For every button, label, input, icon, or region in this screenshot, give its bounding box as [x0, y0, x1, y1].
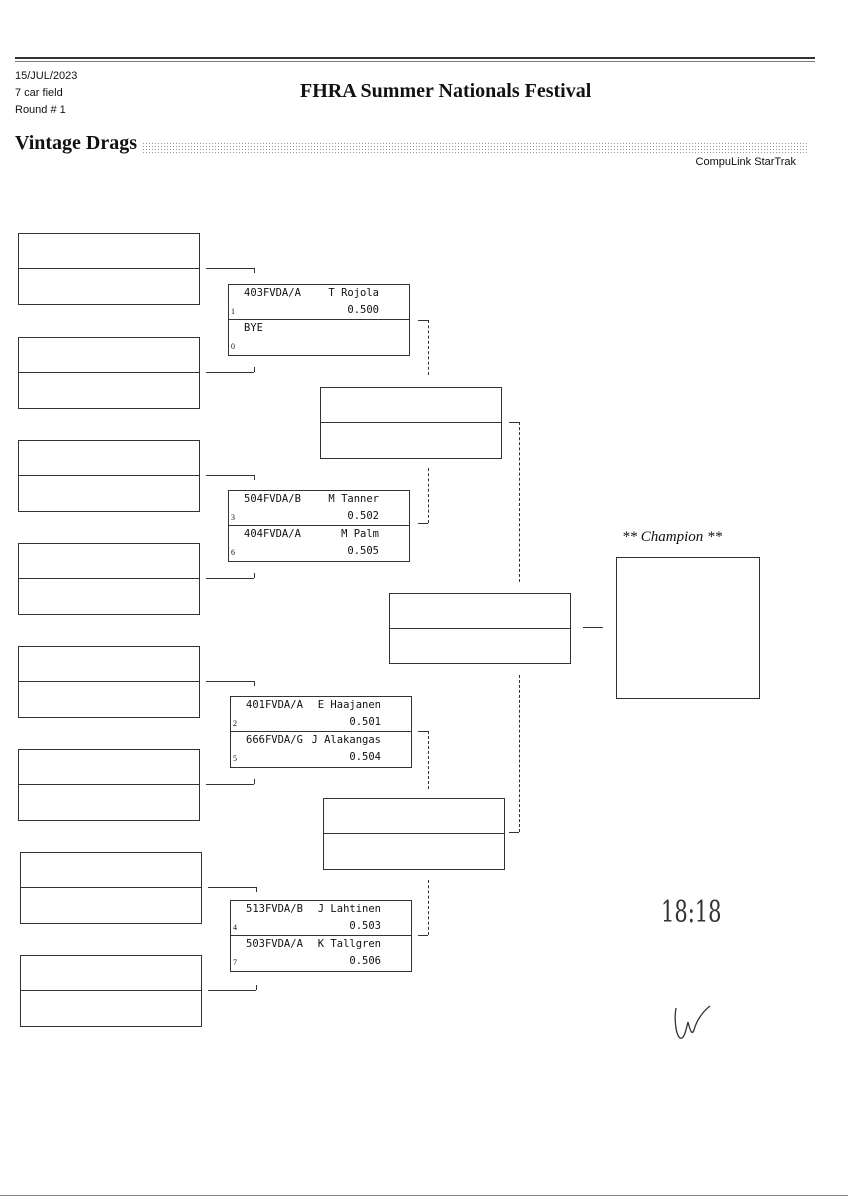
event-date: 15/JUL/2023 — [15, 70, 78, 82]
event-title: FHRA Summer Nationals Festival — [300, 80, 592, 102]
entry-box — [20, 955, 202, 1027]
connector — [206, 578, 254, 579]
driver-name: J Alakangas — [311, 734, 381, 746]
connector — [206, 268, 254, 269]
reaction-time: 0.502 — [347, 510, 379, 522]
entry-box — [18, 646, 200, 718]
driver-name: M Palm — [341, 528, 379, 540]
seed: 3 — [231, 513, 235, 522]
driver-name: T Rojola — [328, 287, 379, 299]
driver-name: J Lahtinen — [317, 903, 381, 915]
seed: 6 — [231, 548, 235, 557]
seed: 7 — [233, 958, 237, 967]
round-number: Round # 1 — [15, 104, 66, 116]
dotted-fill — [142, 142, 807, 154]
reaction-time: 0.504 — [349, 751, 381, 763]
entry-box — [18, 337, 200, 409]
match-3: 401FVDA/A E Haajanen 0.501 2 666FVDA/G J Ala… — [230, 696, 412, 768]
seed: 0 — [231, 342, 235, 351]
reaction-time: 0.501 — [349, 716, 381, 728]
quarterfinal-box — [320, 387, 502, 459]
header-info: 15/JUL/2023 7 car field Round # 1 — [15, 68, 77, 119]
car-number: 503FVDA/A — [246, 938, 303, 950]
driver-name: E Haajanen — [317, 699, 381, 711]
entry-box — [20, 852, 202, 924]
driver-name: K Tallgren — [317, 938, 381, 950]
category-title: Vintage Drags — [15, 132, 138, 154]
entry-box — [18, 440, 200, 512]
seed: 4 — [233, 923, 237, 932]
car-number: BYE — [244, 322, 263, 334]
car-number: 404FVDA/A — [244, 528, 301, 540]
seed: 5 — [233, 754, 237, 763]
reaction-time: 0.500 — [347, 304, 379, 316]
connector — [206, 475, 254, 476]
reaction-time: 0.503 — [349, 920, 381, 932]
connector — [208, 990, 256, 991]
connector — [208, 887, 256, 888]
reaction-time: 0.506 — [349, 955, 381, 967]
handwritten-initials — [674, 1005, 711, 1039]
field-size: 7 car field — [15, 87, 63, 99]
entry-box — [18, 233, 200, 305]
software-credit: CompuLink StarTrak — [695, 156, 796, 168]
champion-box — [616, 557, 760, 699]
champion-label: ** Champion ** — [622, 529, 723, 545]
seed: 2 — [233, 719, 237, 728]
car-number: 401FVDA/A — [246, 699, 303, 711]
car-number: 504FVDA/B — [244, 493, 301, 505]
dashed-connector — [428, 880, 429, 935]
handwritten-time: 18:18 — [660, 895, 722, 930]
bottom-edge — [0, 1195, 848, 1196]
entry-box — [18, 543, 200, 615]
final-box — [389, 593, 571, 664]
seed: 1 — [231, 307, 235, 316]
match-1: 403FVDA/A T Rojola 0.500 1 BYE 0 — [228, 284, 410, 356]
connector — [206, 784, 254, 785]
match-2: 504FVDA/B M Tanner 0.502 3 404FVDA/A M Palm 0… — [228, 490, 410, 562]
dashed-connector — [428, 320, 429, 375]
quarterfinal-box — [323, 798, 505, 870]
connector — [206, 372, 254, 373]
top-rule-thin — [15, 61, 815, 62]
connector — [206, 681, 254, 682]
car-number: 513FVDA/B — [246, 903, 303, 915]
dashed-connector — [428, 468, 429, 523]
car-number: 403FVDA/A — [244, 287, 301, 299]
entry-box — [18, 749, 200, 821]
top-rule — [15, 57, 815, 59]
dashed-connector — [428, 731, 429, 789]
reaction-time: 0.505 — [347, 545, 379, 557]
connector — [583, 627, 603, 628]
car-number: 666FVDA/G — [246, 734, 303, 746]
dashed-connector — [519, 422, 520, 582]
dashed-connector — [519, 675, 520, 832]
match-4: 513FVDA/B J Lahtinen 0.503 4 503FVDA/A K Tal… — [230, 900, 412, 972]
driver-name: M Tanner — [328, 493, 379, 505]
